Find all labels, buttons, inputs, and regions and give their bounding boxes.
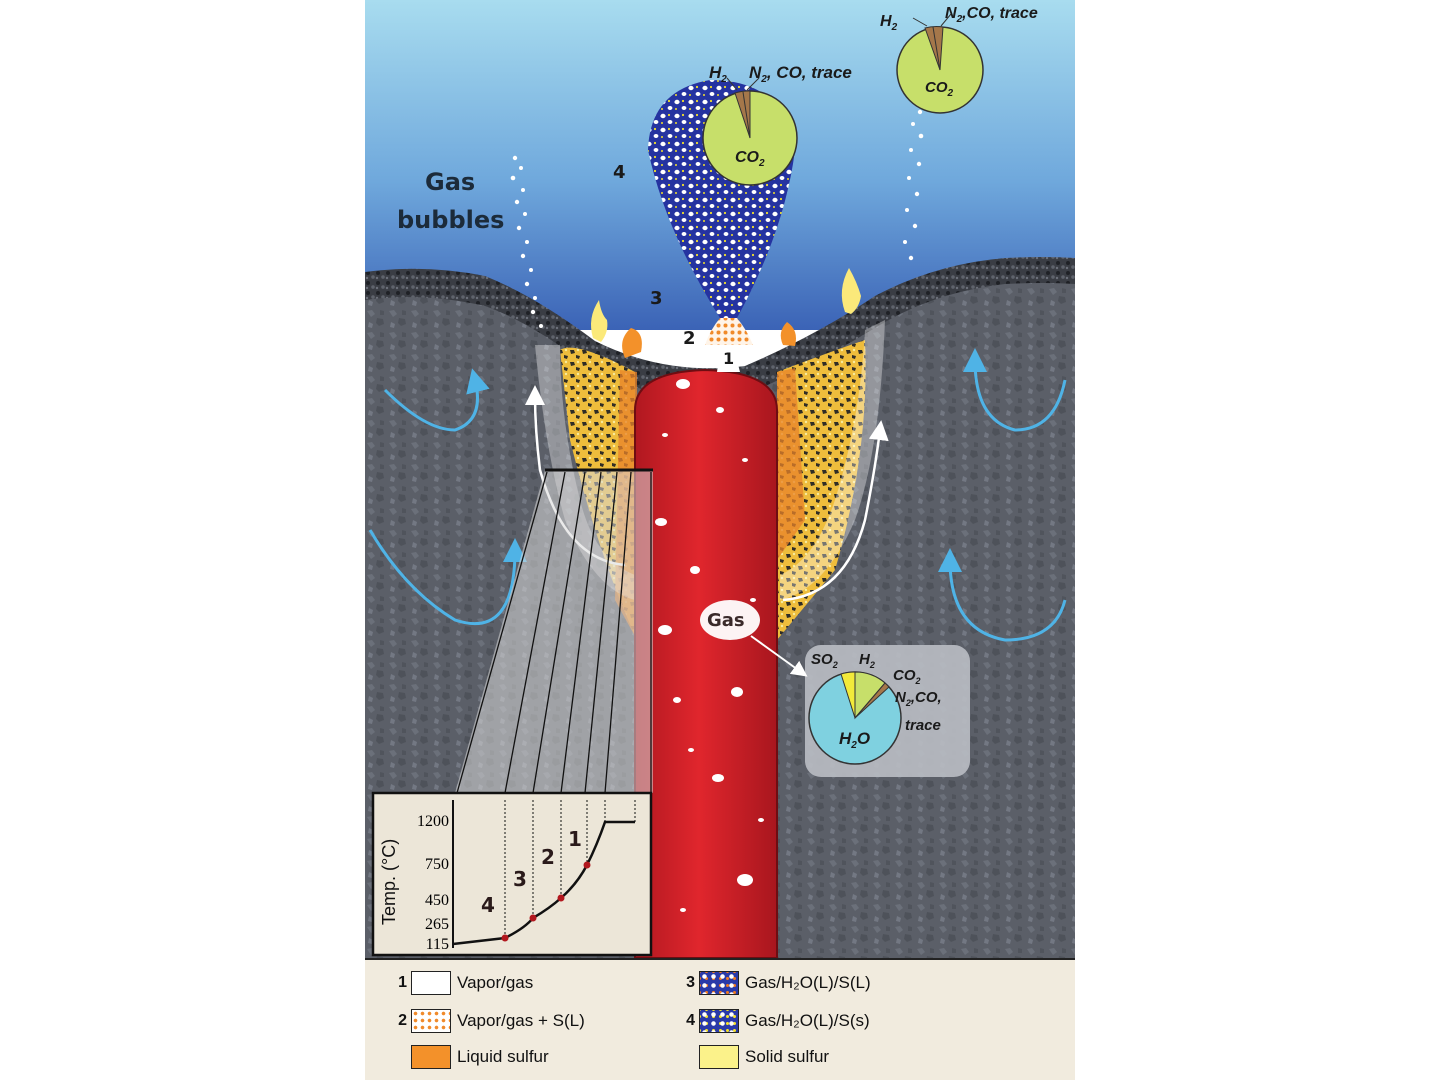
legend-item-solid-sulfur: Solid sulfur xyxy=(683,1044,829,1070)
gravel-crust xyxy=(365,257,1075,398)
sulfur-zone-right xyxy=(777,340,866,640)
temperature-inset: Temp. (°C) 1200 750 450 265 115 4 3 2 1 xyxy=(371,791,653,957)
legend-swatch-zone3 xyxy=(699,971,739,995)
legend-swatch-vapor xyxy=(411,971,451,995)
legend-item-gas-h2o-sl: 3 Gas/H₂O(L)/S(L) xyxy=(683,970,871,996)
temp-axis-label: Temp. (°C) xyxy=(379,839,399,925)
svg-text:N2,CO, trace: N2,CO, trace xyxy=(945,5,1038,25)
vent-gas-pie: H2 N2,CO, trace CO2 xyxy=(880,5,1038,114)
svg-text:3: 3 xyxy=(513,867,527,891)
legend-item-vapor-gas: 1 Vapor/gas xyxy=(395,970,533,996)
svg-text:450: 450 xyxy=(425,892,449,909)
zone-1-label: 1 xyxy=(723,349,734,368)
svg-text:N2,CO,: N2,CO, xyxy=(895,689,942,708)
zone-2-label: 2 xyxy=(683,328,696,349)
liquid-sulfur-blob-right xyxy=(780,322,796,346)
legend-item-vapor-gas-sl: 2 Vapor/gas + S(L) xyxy=(395,1008,585,1034)
svg-text:2: 2 xyxy=(541,845,555,869)
recharge-arrow-upper-right xyxy=(963,348,1067,432)
svg-text:1: 1 xyxy=(568,827,582,851)
recharge-arrow-upper-left xyxy=(383,368,490,432)
solid-sulfur-flame-left xyxy=(591,300,608,342)
svg-text:N2, CO, trace: N2, CO, trace xyxy=(749,63,852,85)
legend-item-liquid-sulfur: Liquid sulfur xyxy=(395,1044,549,1070)
svg-text:750: 750 xyxy=(425,856,449,873)
solid-sulfur-flame-right xyxy=(841,268,861,314)
svg-text:115: 115 xyxy=(426,936,449,953)
plume-gas-pie: H2 N2, CO, trace CO2 xyxy=(702,63,852,186)
liquid-sulfur-blob-left xyxy=(622,328,642,358)
gas-in-magma-label: Gas xyxy=(707,610,745,631)
legend-swatch-solid-sulfur xyxy=(699,1045,739,1069)
zone-3-label: 3 xyxy=(650,288,663,309)
legend-swatch-liquid-sulfur xyxy=(411,1045,451,1069)
svg-text:H2: H2 xyxy=(880,13,898,33)
bubble-stream-left xyxy=(510,155,543,328)
svg-text:trace: trace xyxy=(905,717,941,734)
legend-item-gas-h2o-ss: 4 Gas/H₂O(L)/S(s) xyxy=(683,1008,870,1034)
svg-text:H2: H2 xyxy=(709,63,727,85)
white-arrow-right xyxy=(782,420,889,602)
gas-pocket xyxy=(700,600,760,640)
magma-gas-blobs xyxy=(655,379,764,912)
svg-text:1200: 1200 xyxy=(417,813,449,830)
recharge-arrow-lower-right xyxy=(938,548,1067,642)
gas-halo-right xyxy=(780,320,885,600)
magma-gas-pie-panel: SO2 H2 CO2 N2,CO, trace H2O xyxy=(750,635,970,777)
svg-text:H2: H2 xyxy=(859,651,875,670)
recharge-arrow-lower-left xyxy=(368,529,527,626)
svg-text:CO2: CO2 xyxy=(925,79,954,99)
vent-diagram: Gas Gas bubbles 4 3 2 1 xyxy=(365,0,1075,960)
gas-bubbles-label-line2: bubbles xyxy=(397,206,504,234)
gas-halo-left xyxy=(535,345,635,600)
bubble-stream-right xyxy=(903,109,924,261)
liquid-sulfur-spray xyxy=(705,318,753,345)
zone-4-label: 4 xyxy=(613,162,626,183)
svg-text:CO2: CO2 xyxy=(893,667,921,686)
gas-bubbles-label-line1: Gas xyxy=(425,168,475,196)
inset-zoom-wedge xyxy=(455,470,653,793)
hydrothermal-vent-figure: Gas Gas bubbles 4 3 2 1 xyxy=(365,0,1075,1080)
svg-text:CO2: CO2 xyxy=(735,149,765,169)
legend-swatch-zone4 xyxy=(699,1009,739,1033)
svg-text:4: 4 xyxy=(481,893,495,917)
legend-swatch-vapor-sl xyxy=(411,1009,451,1033)
vapor-zone xyxy=(717,345,740,372)
svg-text:H2O: H2O xyxy=(839,729,870,751)
legend: 1 Vapor/gas 2 Vapor/gas + S(L) Liquid su… xyxy=(365,958,1075,1080)
zoom-lines xyxy=(456,471,652,794)
svg-text:265: 265 xyxy=(425,916,449,933)
svg-text:SO2: SO2 xyxy=(811,651,838,670)
magma-conduit xyxy=(634,368,778,959)
